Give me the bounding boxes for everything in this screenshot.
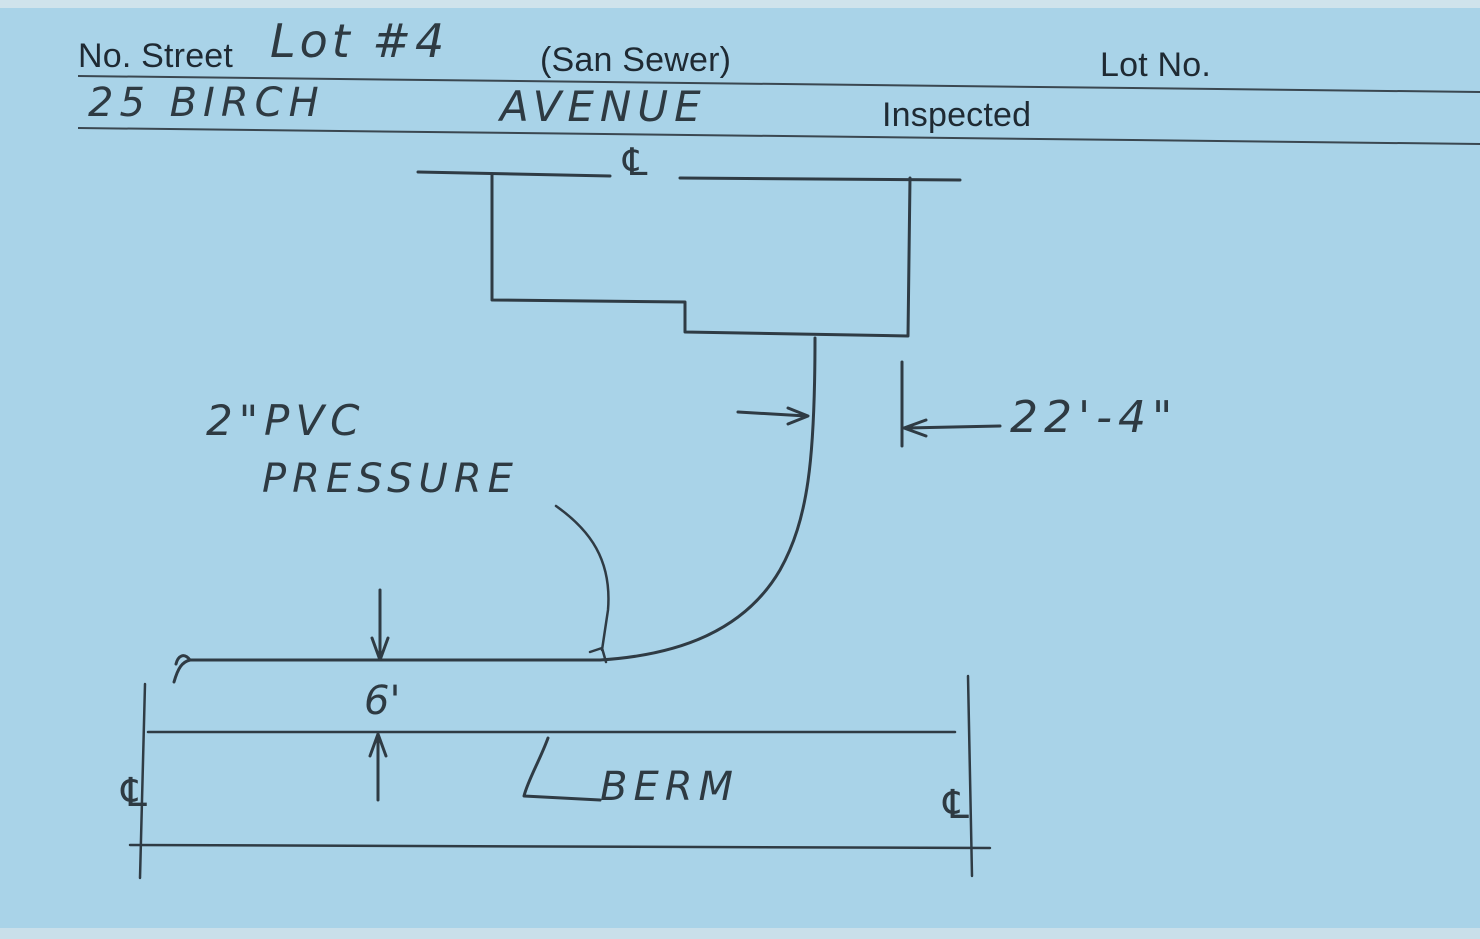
street-label: No. Street xyxy=(78,37,234,75)
address-street: 25 BIRCH xyxy=(88,80,325,126)
house-outline xyxy=(490,172,912,338)
right-limit-line xyxy=(966,674,974,878)
street-rule xyxy=(77,75,1480,93)
address-avenue: AVENUE xyxy=(500,82,707,131)
depth-arrow-top xyxy=(370,588,390,662)
berm-centerline-mark xyxy=(522,736,602,802)
depth-arrow-bottom xyxy=(368,732,388,802)
sewer-pipe xyxy=(172,336,817,684)
inspected-label: Inspected xyxy=(882,96,1032,134)
sewer-type: (San Sewer) xyxy=(540,41,732,79)
pipe-note-line2: PRESSURE xyxy=(262,456,519,502)
offset-arrow-left xyxy=(736,406,810,426)
left-centerline-symbol: ℄ xyxy=(116,770,152,816)
pipe-note-line1: 2"PVC xyxy=(206,396,366,445)
card-bottom-edge xyxy=(0,928,1480,939)
pipe-end-hook xyxy=(174,654,192,666)
offset-arrow-right xyxy=(902,418,1002,438)
card-top-edge xyxy=(0,0,1480,8)
street-centerline xyxy=(416,170,962,182)
note-leader xyxy=(554,504,610,652)
offset-dimension: 22'-4" xyxy=(1010,392,1179,443)
address-rule xyxy=(77,127,1480,145)
berm-label: BERM xyxy=(600,764,740,810)
street-centerline-symbol: ℄ xyxy=(618,140,653,184)
lot-entry: Lot #4 xyxy=(270,14,449,68)
right-centerline-symbol: ℄ xyxy=(938,782,974,828)
leader-arrowhead xyxy=(588,646,608,664)
left-limit-line xyxy=(138,682,147,880)
road-edge-line xyxy=(128,843,992,850)
lot-number-label: Lot No. xyxy=(1100,46,1212,84)
depth-dimension: 6' xyxy=(364,678,401,724)
